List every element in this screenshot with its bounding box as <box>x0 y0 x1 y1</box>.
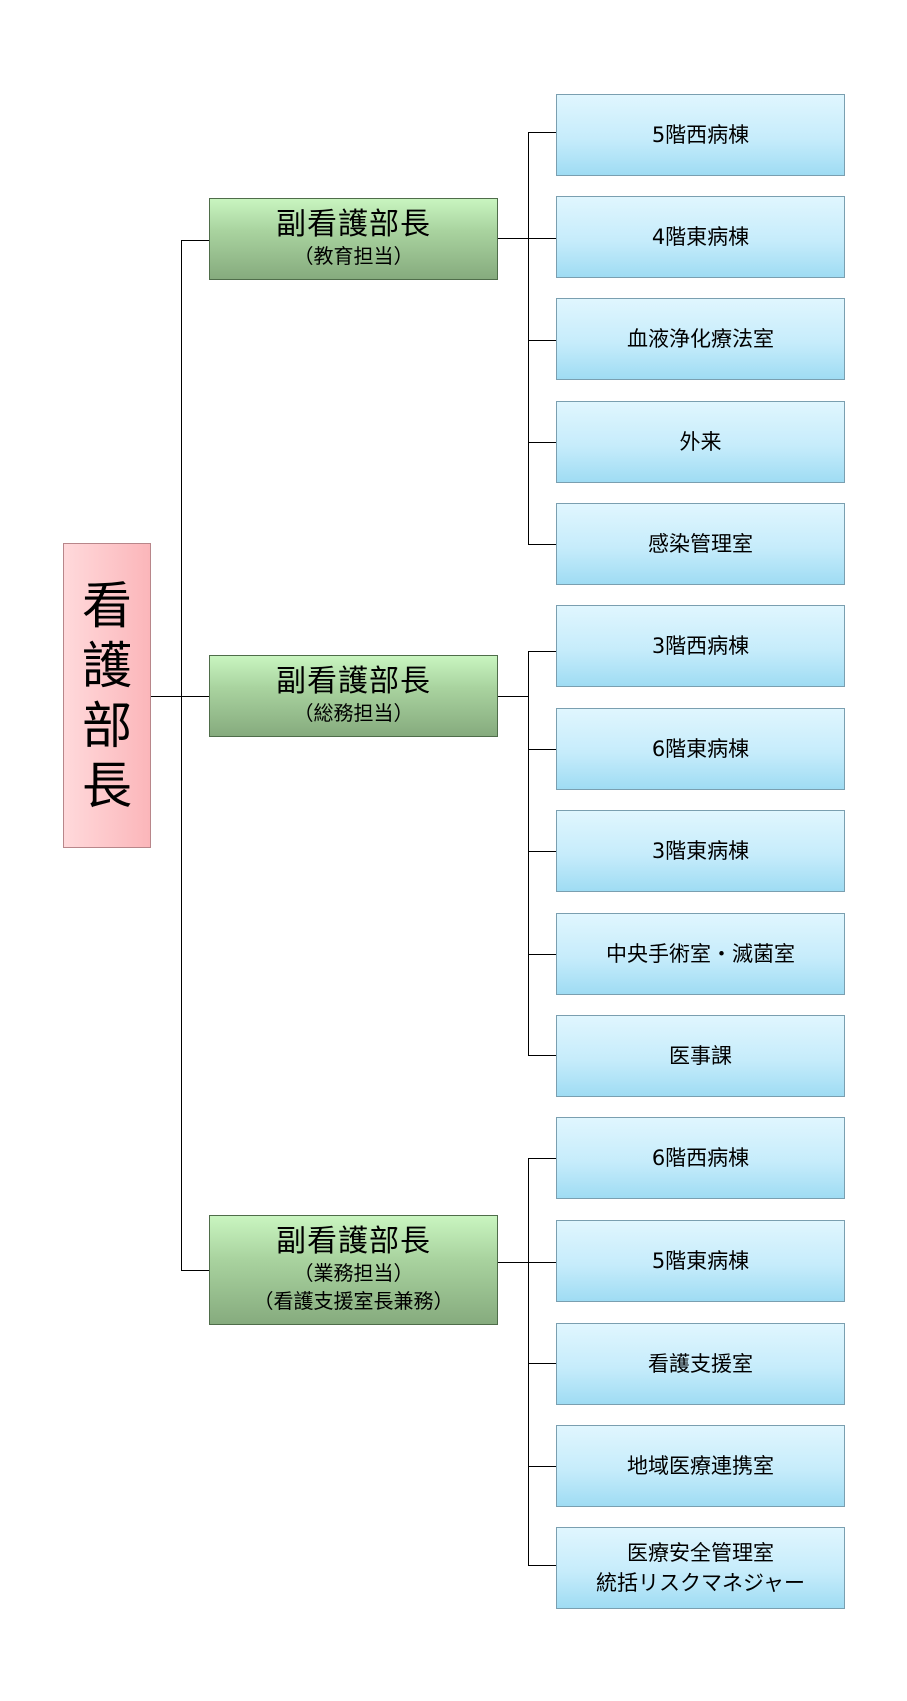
connector-stub <box>528 651 556 652</box>
deputy-education-box: 副看護部長 （教育担当） <box>209 198 498 280</box>
connector-stub <box>528 340 556 341</box>
department-box: 医事課 <box>556 1015 845 1097</box>
department-name: 5階東病棟 <box>651 1249 750 1273</box>
department-box: 地域医療連携室 <box>556 1425 845 1507</box>
director-of-nursing-box: 看 護 部 長 <box>63 543 151 848</box>
connector-root-horizontal <box>151 696 181 697</box>
connector-deputy-1 <box>181 240 209 241</box>
connector-stub <box>528 1158 556 1159</box>
department-name: 4階東病棟 <box>651 225 750 249</box>
connector-stub <box>528 1262 556 1263</box>
deputy-additional-role: （看護支援室長兼務） <box>253 1289 454 1313</box>
department-box: 血液浄化療法室 <box>556 298 845 380</box>
department-name: 6階東病棟 <box>651 737 750 761</box>
department-name: 医療安全管理室 <box>627 1541 774 1565</box>
deputy-operations-box: 副看護部長 （業務担当） （看護支援室長兼務） <box>209 1215 498 1325</box>
department-name: 看護支援室 <box>648 1352 753 1376</box>
deputy-title: 副看護部長 <box>276 664 431 699</box>
root-char: 部 <box>82 696 132 755</box>
department-box: 3階東病棟 <box>556 810 845 892</box>
department-name: 外来 <box>679 430 722 454</box>
department-box: 6階西病棟 <box>556 1117 845 1199</box>
connector-stub <box>528 851 556 852</box>
deputy-role: （教育担当） <box>293 244 414 268</box>
deputy-title: 副看護部長 <box>276 207 431 242</box>
department-name: 医事課 <box>669 1044 732 1068</box>
deputy-role: （業務担当） <box>293 1261 414 1285</box>
department-name: 3階西病棟 <box>651 634 750 658</box>
connector-stub <box>528 954 556 955</box>
department-name: 6階西病棟 <box>651 1146 750 1170</box>
connector-stub <box>528 749 556 750</box>
department-name-line-2: 統括リスクマネジャー <box>596 1571 805 1595</box>
connector-stub <box>528 1363 556 1364</box>
department-name: 地域医療連携室 <box>627 1454 774 1478</box>
deputy-title: 副看護部長 <box>276 1224 431 1259</box>
connector-stub <box>528 132 556 133</box>
root-char: 長 <box>82 756 132 815</box>
department-box: 3階西病棟 <box>556 605 845 687</box>
connector-stub <box>528 442 556 443</box>
connector-deputy-2 <box>181 696 209 697</box>
connector-group-3-vertical <box>528 1158 529 1565</box>
connector-group-2-horizontal <box>498 696 528 697</box>
department-box: 5階東病棟 <box>556 1220 845 1302</box>
department-box: 感染管理室 <box>556 503 845 585</box>
connector-group-3-horizontal <box>498 1262 528 1263</box>
connector-stub <box>528 1565 556 1566</box>
department-box: 医療安全管理室 統括リスクマネジャー <box>556 1527 845 1609</box>
deputy-role: （総務担当） <box>293 701 414 725</box>
department-box: 5階西病棟 <box>556 94 845 176</box>
connector-stub <box>528 1466 556 1467</box>
root-char: 護 <box>82 636 132 695</box>
connector-stub <box>528 1055 556 1056</box>
root-char: 看 <box>82 576 132 635</box>
department-name: 5階西病棟 <box>651 123 750 147</box>
connector-group-2-vertical <box>528 651 529 1055</box>
connector-stub <box>528 544 556 545</box>
connector-group-1-vertical <box>528 132 529 544</box>
connector-stub <box>528 238 556 239</box>
department-box: 6階東病棟 <box>556 708 845 790</box>
department-name: 3階東病棟 <box>651 839 750 863</box>
department-name: 感染管理室 <box>648 532 753 556</box>
deputy-general-affairs-box: 副看護部長 （総務担当） <box>209 655 498 737</box>
department-name: 中央手術室・滅菌室 <box>606 942 795 966</box>
department-name: 血液浄化療法室 <box>627 327 774 351</box>
connector-spine-vertical <box>181 240 182 1270</box>
department-box: 4階東病棟 <box>556 196 845 278</box>
department-box: 看護支援室 <box>556 1323 845 1405</box>
department-box: 外来 <box>556 401 845 483</box>
connector-group-1-horizontal <box>498 238 528 239</box>
connector-deputy-3 <box>181 1270 209 1271</box>
department-box: 中央手術室・滅菌室 <box>556 913 845 995</box>
